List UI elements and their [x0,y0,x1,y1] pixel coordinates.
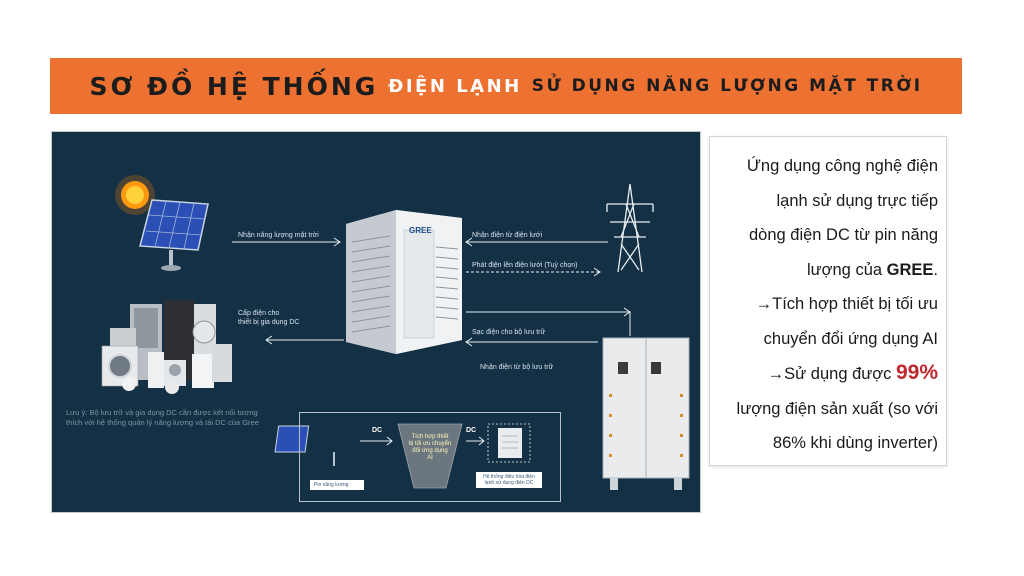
label-grid-receive: Nhận điện từ điện lưới [472,232,542,239]
outdoor-unit-icon [346,210,462,354]
diagram-graphics [101,175,690,490]
label-storage-receive: Nhận điện từ bộ lưu trữ [480,364,554,371]
funnel-line-1: Tích hợp thiết [411,434,449,440]
label-solar-receive: Nhận năng lượng mặt trời [238,232,319,239]
title-part-3: SỬ DỤNG NĂNG LƯỢNG MẶT TRỜI [531,76,923,96]
inset-graphics [274,423,531,489]
brand-name: GREE [886,260,934,279]
title-part-1: SƠ ĐỒ HỆ THỐNG [89,71,379,101]
label-dc-supply-1: Cấp điện cho [238,310,280,317]
sun-icon [115,175,155,215]
battery-storage-icon [602,337,690,490]
desc-line-4: lượng của GREE. [710,253,938,288]
bullet-1-line-1: →Tích hợp thiết bị tối ưu [755,295,938,313]
label-dc-supply-2: thiết bị gia dụng DC [238,319,300,326]
solar-panel-icon [139,199,209,271]
desc-line-3: dòng điện DC từ pin năng [748,226,938,244]
inset-unit-label: Hệ thống điều hòa điện lạnh sử dụng điện… [476,472,542,488]
compatibility-note: Lưu ý: Bộ lưu trữ và gia dụng DC cần đượ… [66,408,259,427]
system-diagram: GREE Nhận năng lượng mặt trời Nhận điện … [51,131,701,513]
funnel-line-4: AI [427,455,433,461]
desc-line-4-text: lượng của [806,260,883,279]
title-banner: SƠ ĐỒ HỆ THỐNG ĐIỆN LẠNH SỬ DỤNG NĂNG LƯ… [50,58,962,114]
bullet-2-line-1: →Sử dụng được 99% [710,356,938,392]
title-part-2: ĐIỆN LẠNH [388,75,522,97]
dc-appliances-icon [101,300,232,394]
inset-solar-label: Pin năng lượng [310,480,364,490]
inset-dc-right: DC [466,427,477,434]
bullet-2-prefix: →Sử dụng được [767,365,892,383]
desc-line-1: Ứng dụng công nghệ điện [746,157,938,175]
desc-line-4-end: . [933,260,938,279]
bullet-2-line-3: 86% khi dùng inverter) [772,434,938,452]
bullet-1-line-2: chuyển đổi ứng dụng AI [763,329,938,348]
efficiency-percent: 99% [895,361,938,384]
label-grid-feed: Phát điện lên điện lưới (Tuỳ chọn) [472,262,578,269]
desc-line-2: lạnh sử dụng trực tiếp [776,191,938,210]
funnel-line-2: bị tối ưu chuyển [408,441,452,447]
inset-box [299,412,561,502]
gree-logo: GREE [409,226,432,235]
funnel-line-3: đổi ứng dụng [412,448,448,454]
label-storage-charge: Sạc điện cho bộ lưu trữ [472,329,546,336]
inset-funnel-text: Tích hợp thiết bị tối ưu chuyển đổi ứng … [400,434,460,462]
bullet-2-line-2: lượng điện sản xuất (so với [736,399,938,418]
power-tower-icon [606,183,654,273]
inset-dc-left: DC [372,427,383,434]
description-box: Ứng dụng công nghệ điện lạnh sử dụng trự… [709,136,947,466]
